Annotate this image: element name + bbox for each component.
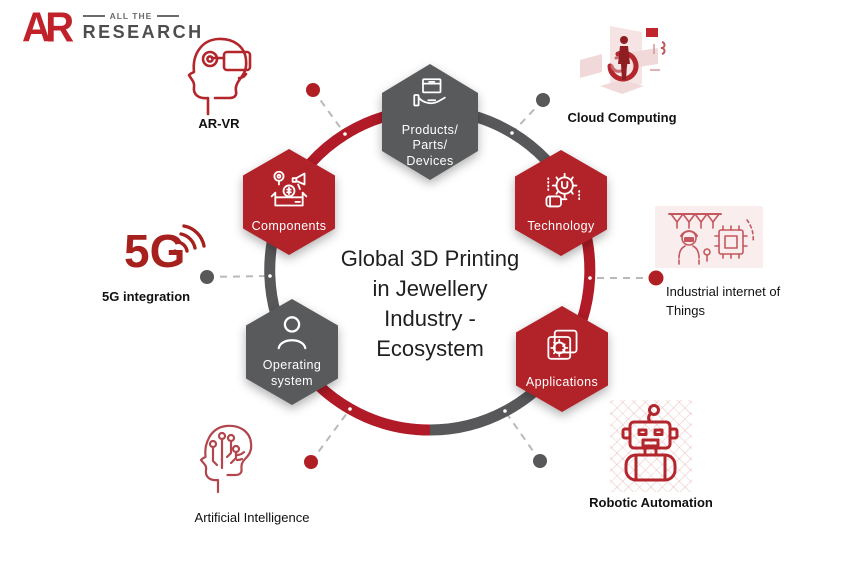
hexagon-operating-system[interactable]: Operating system [246,299,338,405]
gear-wrench-icon [539,171,583,216]
connector-ar-vr [312,89,346,135]
hand-box-icon [409,75,451,120]
brand-logo: AR ALL THE RESEARCH [22,4,204,52]
ai-head-icon [192,416,264,499]
dot-iiot [648,270,664,286]
brand-name: RESEARCH [82,22,204,42]
5g-signal-waves-icon [168,222,208,263]
ar-vr-label: AR-VR [198,116,240,131]
components-crate-icon [267,169,311,216]
title-line-2: in Jewellery [372,276,488,301]
brand-tagline-row: ALL THE [82,11,204,21]
robotic-automation-label: Robotic Automation [589,495,713,510]
industrial-iot-icon [655,206,763,268]
connector-dots [200,83,664,469]
brand-tagline: ALL THE [109,11,153,21]
hexagon-applications-label: Applications [525,375,599,390]
person-icon [273,314,311,355]
title-line-4: Ecosystem [376,336,484,361]
tagline-rule-right [157,15,180,17]
ring-tick-dots [268,131,592,413]
title-line-3: Industry - [384,306,476,331]
dot-ai [304,455,318,469]
hexagon-technology-label: Technology [527,219,595,234]
tagline-rule-left [82,15,105,17]
hexagon-components[interactable]: Components [243,149,335,255]
dot-5g [200,270,214,284]
brand-text: ALL THE RESEARCH [82,8,204,43]
dot-robot [533,454,547,468]
brand-monogram: AR [22,4,74,52]
connector-5g [206,275,271,278]
title-line-1: Global 3D Printing [340,246,520,271]
cloud-computing-label: Cloud Computing [567,110,677,125]
connector-ai [310,408,351,463]
dot-cloud [536,93,550,107]
robot-icon [610,400,692,492]
industrial-iot-label: Industrial internet of Things [666,284,781,318]
ar-vr-headset-icon [180,32,258,121]
hexagon-products-label: Products/ Parts/ Devices [401,122,459,168]
diagram-title: Global 3D Printing in Jewellery Industry… [322,244,538,364]
cloud-computing-icon [572,20,672,113]
dot-ar-vr [306,83,320,97]
dashed-connectors [206,89,656,463]
5g-integration-label: 5G integration [102,289,191,304]
hexagon-applications[interactable]: Applications [516,306,608,412]
hexagon-technology[interactable]: Technology [515,150,607,256]
hexagon-operating-system-label: Operating system [262,358,322,388]
apps-gear-icon [542,327,582,372]
hexagon-products[interactable]: Products/ Parts/ Devices [382,64,478,180]
hexagon-components-label: Components [251,219,327,234]
artificial-intelligence-label: Artificial Intelligence [194,510,310,525]
connector-robot [504,410,541,462]
